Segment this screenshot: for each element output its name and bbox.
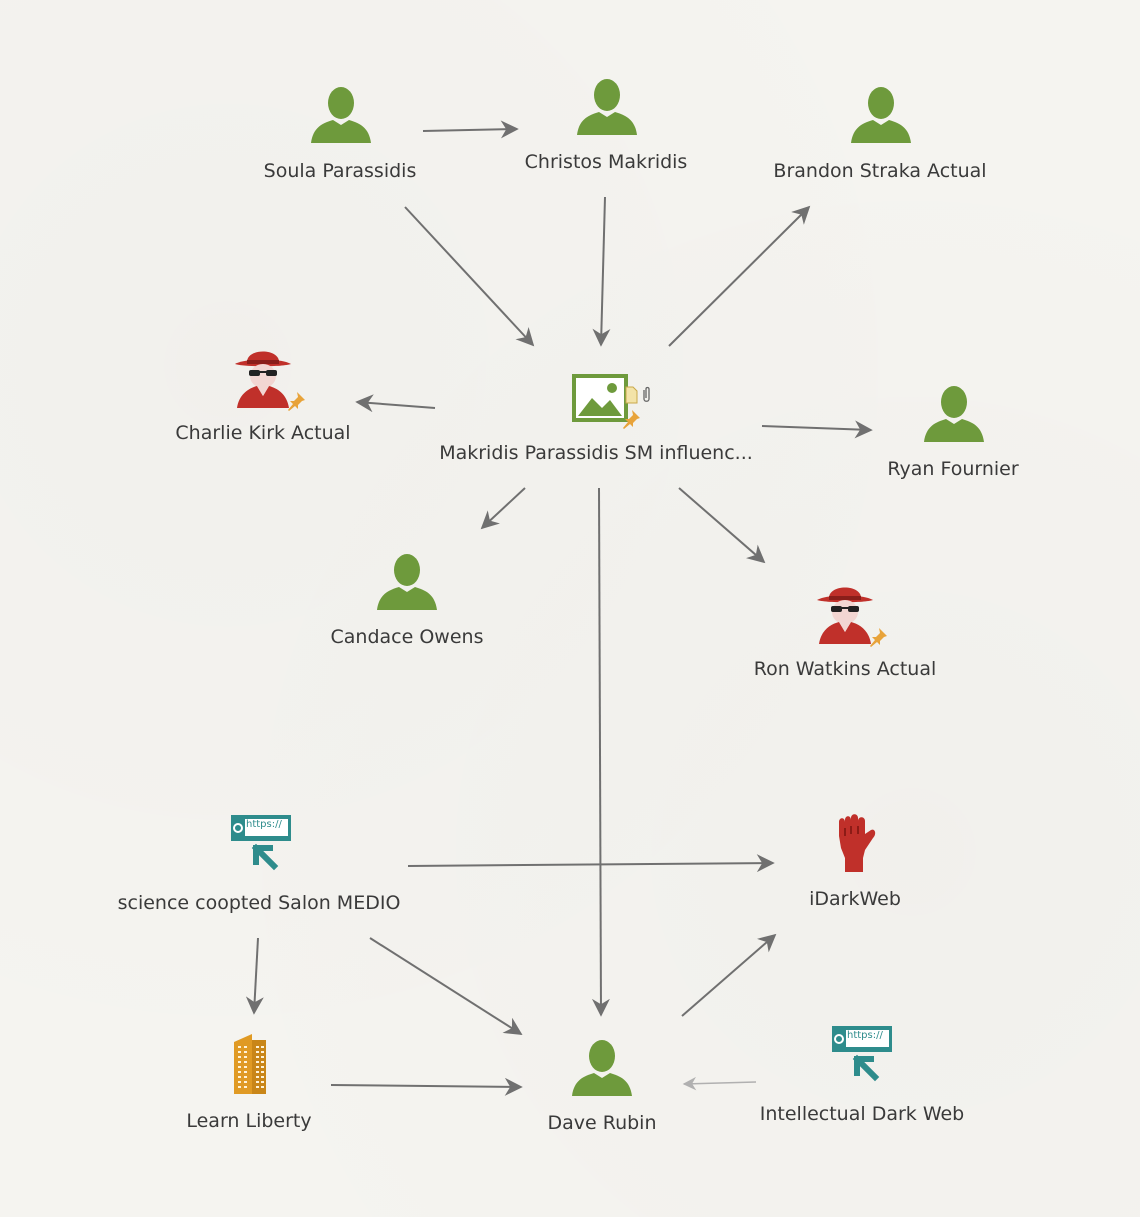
node-label: Ron Watkins Actual xyxy=(753,658,937,680)
pin-icon xyxy=(623,410,640,429)
pin-icon xyxy=(870,628,887,647)
edge-soula-to-makridis[interactable] xyxy=(404,206,535,347)
edge-salon-to-learn[interactable] xyxy=(245,937,264,1015)
node-label: Brandon Straka Actual xyxy=(773,160,987,182)
edge-makridis-to-brandon[interactable] xyxy=(668,205,811,347)
node-label: Makridis Parassidis SM influenc... xyxy=(439,442,753,464)
edge-salon-to-idarkweb[interactable] xyxy=(407,854,775,873)
node-label: Candace Owens xyxy=(330,626,484,648)
edge-makridis-to-charlie[interactable] xyxy=(355,394,436,413)
edge-soula-to-christos[interactable] xyxy=(422,120,519,139)
node-label: Learn Liberty xyxy=(186,1110,312,1132)
node-label: science coopted Salon MEDIO xyxy=(117,892,401,914)
node-label: Dave Rubin xyxy=(547,1112,657,1134)
edge-makridis-to-ryan[interactable] xyxy=(761,420,873,439)
edge-christos-to-makridis[interactable] xyxy=(592,196,611,347)
node-label: Intellectual Dark Web xyxy=(759,1103,965,1125)
edge-salon-to-dave[interactable] xyxy=(369,937,523,1035)
node-label: Ryan Fournier xyxy=(887,458,1019,480)
edge-intellectual-to-dave[interactable] xyxy=(682,1076,757,1091)
edge-makridis-to-candace[interactable] xyxy=(480,487,526,530)
edge-learn-to-dave[interactable] xyxy=(330,1077,523,1096)
edge-dave-to-idarkweb[interactable] xyxy=(681,933,777,1017)
attachment-icon xyxy=(625,386,650,404)
edge-makridis-to-ron[interactable] xyxy=(678,487,766,564)
edge-makridis-to-dave[interactable] xyxy=(591,487,610,1017)
node-label: Soula Parassidis xyxy=(263,160,417,182)
node-label: Charlie Kirk Actual xyxy=(175,422,351,444)
node-label: iDarkWeb xyxy=(809,888,901,910)
node-label: Christos Makridis xyxy=(524,151,688,173)
pin-icon xyxy=(288,392,305,411)
url-badge-text: https:// xyxy=(246,819,282,830)
url-badge-text: https:// xyxy=(847,1030,883,1041)
